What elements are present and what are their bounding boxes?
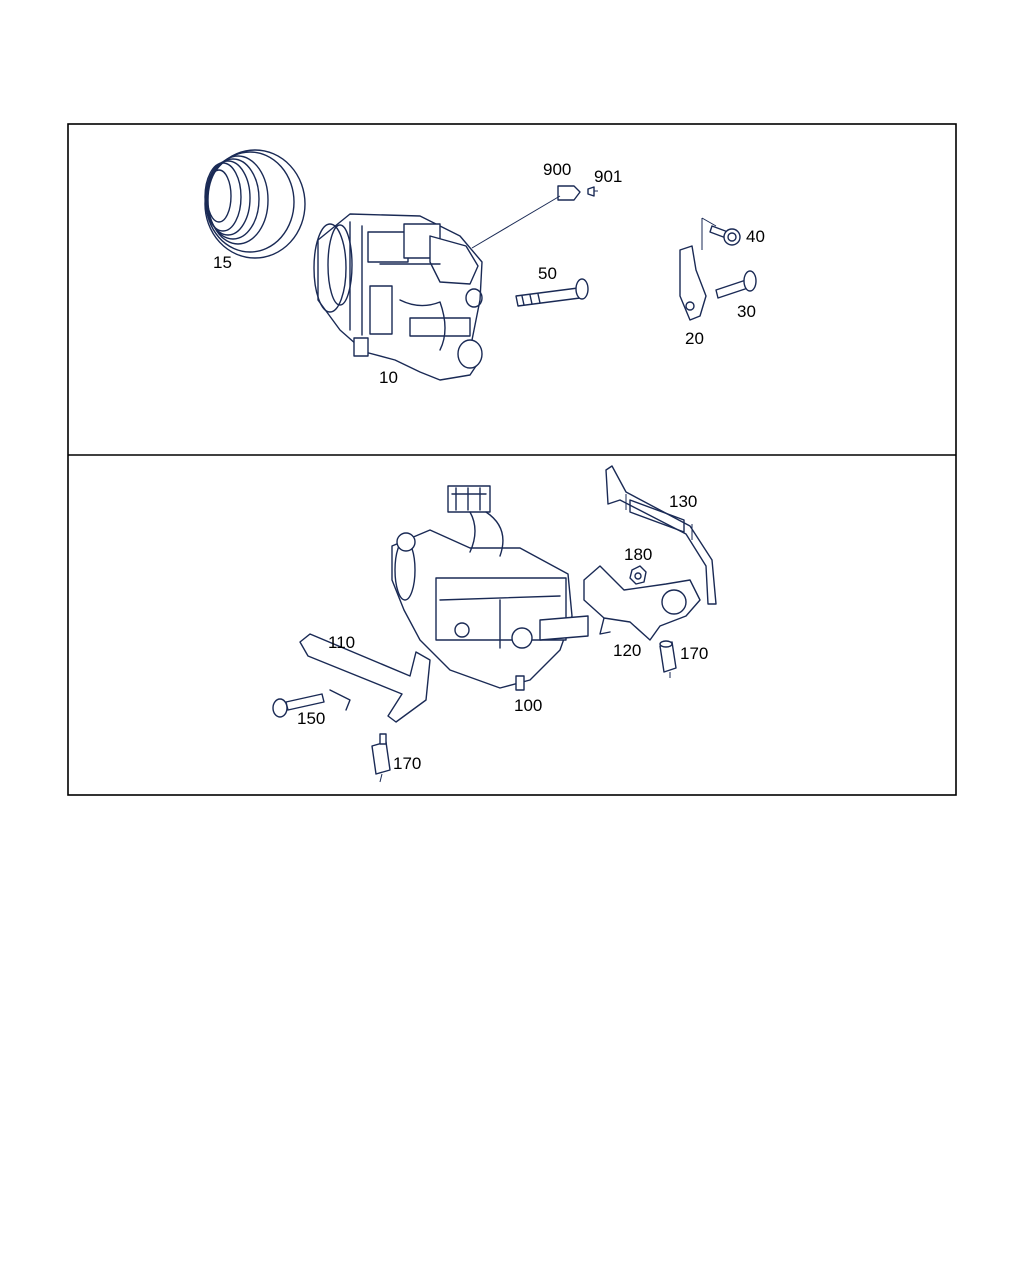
label-170-right: 170 — [680, 644, 708, 663]
diagram-frame — [67, 123, 957, 796]
bracket-part-120[interactable] — [583, 565, 701, 641]
bolt-part-40[interactable] — [709, 225, 741, 246]
label-130: 130 — [669, 492, 697, 511]
plug-part-901[interactable] — [587, 186, 598, 197]
label-15: 15 — [213, 253, 232, 272]
label-20: 20 — [685, 329, 704, 348]
label-10: 10 — [379, 368, 398, 387]
bracket-part-20[interactable] — [679, 217, 717, 321]
label-100: 100 — [514, 696, 542, 715]
connector-part-900[interactable] — [471, 185, 581, 249]
pulley-part-15[interactable] — [204, 149, 306, 259]
label-30: 30 — [737, 302, 756, 321]
bolt-part-30[interactable] — [715, 270, 757, 299]
electric-compressor-part-100[interactable] — [391, 485, 589, 691]
label-180: 180 — [624, 545, 652, 564]
label-50: 50 — [538, 264, 557, 283]
nut-part-180[interactable] — [629, 565, 647, 585]
bolt-part-50[interactable] — [515, 278, 589, 307]
compressor-part-10[interactable] — [313, 213, 483, 381]
label-150: 150 — [297, 709, 325, 728]
mount-part-170-bottom[interactable] — [371, 733, 391, 783]
bracket-part-110[interactable] — [299, 633, 431, 723]
label-110: 110 — [328, 633, 355, 652]
label-120: 120 — [613, 641, 641, 660]
label-900: 900 — [543, 160, 571, 179]
label-170-bottom: 170 — [393, 754, 421, 773]
label-40: 40 — [746, 227, 765, 246]
mount-part-170-right[interactable] — [659, 640, 677, 678]
label-901: 901 — [594, 167, 622, 186]
bolt-part-150[interactable] — [272, 693, 325, 718]
bracket-part-130[interactable] — [605, 465, 717, 605]
